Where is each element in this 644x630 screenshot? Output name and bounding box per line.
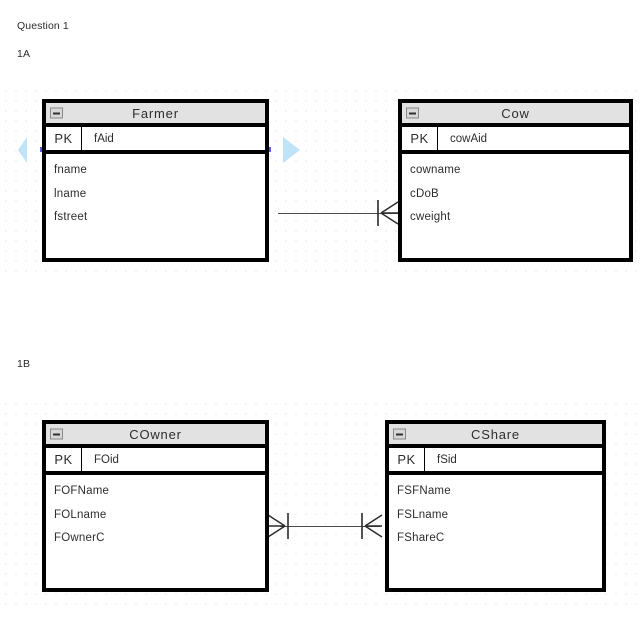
pk-row-cow: PK cowAid: [402, 127, 629, 154]
pk-row-cowner: PK FOid: [46, 448, 265, 475]
crowsfoot-many-marker: [361, 513, 383, 539]
attribute-item: FShareC: [397, 532, 445, 544]
pk-tag: PK: [46, 448, 82, 471]
attribute-list-cow: cowname cDoB cweight: [402, 154, 629, 235]
section-label-1b: 1B: [17, 358, 31, 370]
pk-field-name: fSid: [437, 453, 457, 466]
entity-title: COwner: [129, 426, 182, 442]
entity-header-cowner[interactable]: COwner: [46, 424, 265, 448]
attribute-list-cowner: FOFName FOLname FOwnerC: [46, 475, 265, 556]
diagram-canvas-1b[interactable]: COwner PK FOid FOFName FOLname FOwnerC C…: [0, 398, 644, 613]
pk-tag: PK: [46, 127, 82, 150]
attribute-list-farmer: fname lname fstreet: [46, 154, 265, 235]
pk-field-name: fAid: [94, 132, 114, 145]
pk-field-name: FOid: [94, 453, 119, 466]
connector-line: [278, 213, 398, 214]
page-title: Question 1: [17, 20, 69, 32]
attribute-item: FOwnerC: [54, 532, 105, 544]
pk-row-farmer: PK fAid: [46, 127, 265, 154]
minus-box-icon[interactable]: [50, 107, 63, 119]
minus-box-icon[interactable]: [406, 107, 419, 119]
entity-cow[interactable]: Cow PK cowAid cowname cDoB cweight: [398, 99, 633, 262]
crowsfoot-many-marker: [267, 513, 289, 539]
section-label-1a: 1A: [17, 48, 31, 60]
attribute-item: FSLname: [397, 508, 449, 521]
selection-arrow-right-icon[interactable]: [283, 137, 300, 163]
selection-arrow-left-icon[interactable]: [18, 137, 27, 163]
attribute-list-cshare: FSFName FSLname FShareC: [389, 475, 602, 556]
attribute-item: cowname: [410, 164, 461, 176]
pk-tag: PK: [389, 448, 425, 471]
entity-farmer[interactable]: Farmer PK fAid fname lname fstreet: [42, 99, 269, 262]
entity-title: Cow: [501, 105, 530, 121]
entity-cshare[interactable]: CShare PK fSid FSFName FSLname FShareC: [385, 420, 606, 592]
attribute-item: cDoB: [410, 187, 439, 200]
diagram-canvas-1a[interactable]: Farmer PK fAid fname lname fstreet Cow P…: [0, 85, 644, 277]
pk-row-cshare: PK fSid: [389, 448, 602, 475]
attribute-item: FSFName: [397, 485, 451, 497]
attribute-item: lname: [54, 187, 87, 200]
entity-header-farmer[interactable]: Farmer: [46, 103, 265, 127]
crowsfoot-many-marker: [377, 200, 399, 226]
minus-box-icon[interactable]: [393, 428, 406, 440]
connector-line: [280, 526, 380, 527]
entity-header-cow[interactable]: Cow: [402, 103, 629, 127]
minus-box-icon[interactable]: [50, 428, 63, 440]
attribute-item: FOFName: [54, 485, 110, 497]
attribute-item: FOLname: [54, 508, 107, 521]
entity-title: CShare: [471, 426, 520, 442]
pk-tag: PK: [402, 127, 438, 150]
attribute-item: fstreet: [54, 211, 88, 223]
entity-header-cshare[interactable]: CShare: [389, 424, 602, 448]
pk-field-name: cowAid: [450, 132, 488, 145]
attribute-item: fname: [54, 164, 87, 176]
entity-cowner[interactable]: COwner PK FOid FOFName FOLname FOwnerC: [42, 420, 269, 592]
entity-title: Farmer: [132, 105, 179, 121]
attribute-item: cweight: [410, 211, 451, 223]
